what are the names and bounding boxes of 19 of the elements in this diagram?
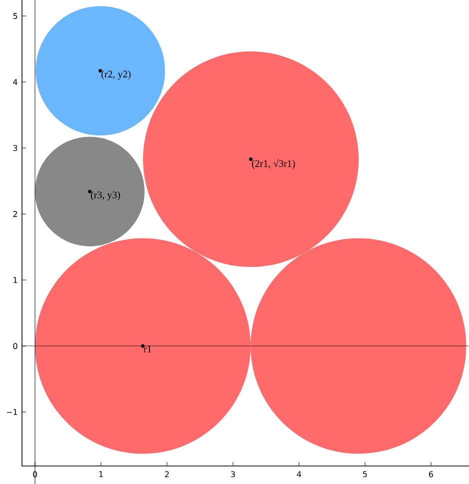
point-label: r1 bbox=[144, 346, 152, 352]
tick-label: 0 bbox=[13, 342, 18, 350]
tick-label: 6 bbox=[429, 471, 434, 478]
tick-label: 5 bbox=[13, 13, 18, 19]
point-label: (r2, y2) bbox=[101, 70, 131, 80]
tick-label: 1 bbox=[14, 277, 18, 283]
tick-label: 3 bbox=[231, 471, 235, 478]
tick-label: 1 bbox=[99, 471, 103, 478]
tick-label: 4 bbox=[296, 471, 302, 478]
tick-label: 2 bbox=[165, 471, 169, 478]
tick-label: 3 bbox=[13, 144, 18, 152]
point-label: (2r1, √3r1) bbox=[252, 158, 295, 169]
point-label: (r3, y3) bbox=[90, 191, 120, 200]
tick-label: 5 bbox=[363, 471, 367, 478]
tick-label: 2 bbox=[13, 211, 17, 217]
tick-label: 4 bbox=[13, 79, 18, 85]
tick-label: −1 bbox=[6, 409, 18, 415]
tick-label: 0 bbox=[33, 471, 38, 478]
circle bbox=[250, 238, 466, 454]
